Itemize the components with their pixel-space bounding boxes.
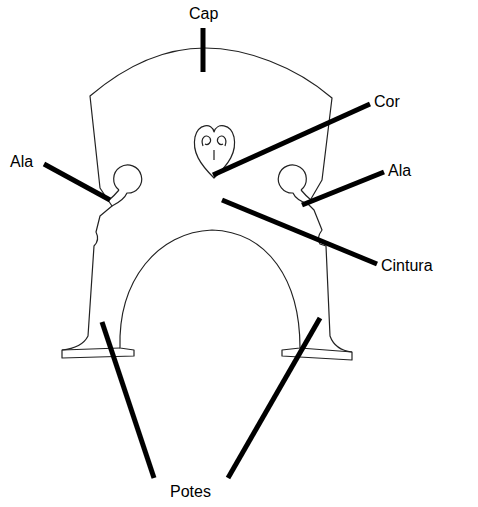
leader-line bbox=[102, 322, 154, 478]
leader-line bbox=[201, 28, 206, 72]
wing-hole bbox=[278, 165, 311, 204]
wing-hole bbox=[108, 165, 142, 206]
leader-line bbox=[222, 200, 377, 264]
part-label: Cap bbox=[189, 4, 218, 23]
part-label: Cor bbox=[374, 92, 400, 111]
part-label: Ala bbox=[388, 161, 411, 180]
foot-line bbox=[62, 348, 352, 352]
leader-line bbox=[228, 318, 320, 478]
leader-line bbox=[44, 164, 110, 200]
part-label: Potes bbox=[170, 482, 211, 501]
part-label: Cintura bbox=[381, 256, 433, 275]
leader-line bbox=[213, 104, 370, 175]
leader-line bbox=[302, 172, 384, 205]
part-label: Ala bbox=[10, 152, 33, 171]
heart-curl bbox=[202, 136, 226, 160]
